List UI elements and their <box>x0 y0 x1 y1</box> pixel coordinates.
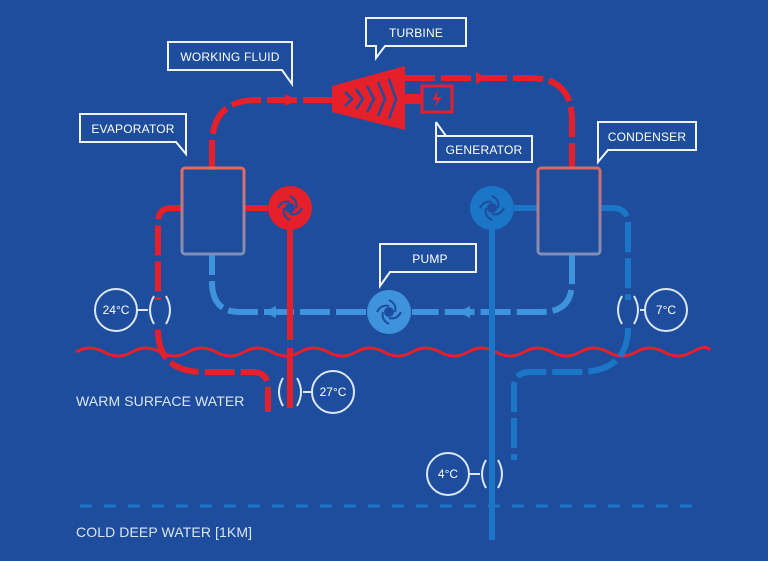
lightning-bolt-icon <box>432 90 442 108</box>
callout-turbine <box>365 17 467 61</box>
turbine-label: TURBINE <box>389 26 443 40</box>
temp-warm-intake: 24°C <box>103 303 130 317</box>
turbine-unit <box>332 66 405 130</box>
working-fluid-hot-loop <box>209 75 575 170</box>
pump-fan-icon <box>376 299 402 325</box>
cold-deep-water-label: COLD DEEP WATER [1KM] <box>76 524 252 540</box>
callout-generator <box>435 121 533 163</box>
condenser-label: CONDENSER <box>608 130 687 144</box>
temp-cold-return: 7°C <box>656 303 676 317</box>
generator-label: GENERATOR <box>446 143 523 157</box>
temp-badge-cold-return <box>617 288 688 332</box>
evaporator-unit <box>180 166 246 256</box>
condenser-unit <box>536 166 602 256</box>
generator-unit <box>405 84 454 114</box>
working-fluid-pump <box>367 290 411 334</box>
temp-badge-warm-return <box>278 370 355 414</box>
callout-evaporator <box>79 113 187 157</box>
temp-deep-intake: 4°C <box>438 467 458 481</box>
temp-badge-warm-intake <box>94 288 171 332</box>
working-fluid-cold-loop <box>209 254 575 315</box>
temp-badge-deep-intake <box>426 452 503 496</box>
warm-surface-water-label: WARM SURFACE WATER <box>76 393 245 409</box>
ocean-surface-wave <box>75 345 712 358</box>
working-fluid-arrows <box>285 72 488 106</box>
cold-water-pump <box>470 186 514 230</box>
working-fluid-return-arrows <box>264 306 470 318</box>
cold-water-circuit <box>489 205 631 540</box>
pump-label: PUMP <box>412 252 447 266</box>
callout-pump <box>379 243 477 290</box>
temp-warm-return: 27°C <box>320 385 347 399</box>
pump-fan-icon <box>277 195 303 221</box>
callout-condenser <box>597 121 697 165</box>
evaporator-label: EVAPORATOR <box>91 122 174 136</box>
warm-water-pump <box>268 186 312 230</box>
callout-working-fluid <box>167 41 293 88</box>
pump-fan-icon <box>479 195 505 221</box>
warm-water-circuit <box>155 205 293 412</box>
working-fluid-label: WORKING FLUID <box>180 50 279 64</box>
